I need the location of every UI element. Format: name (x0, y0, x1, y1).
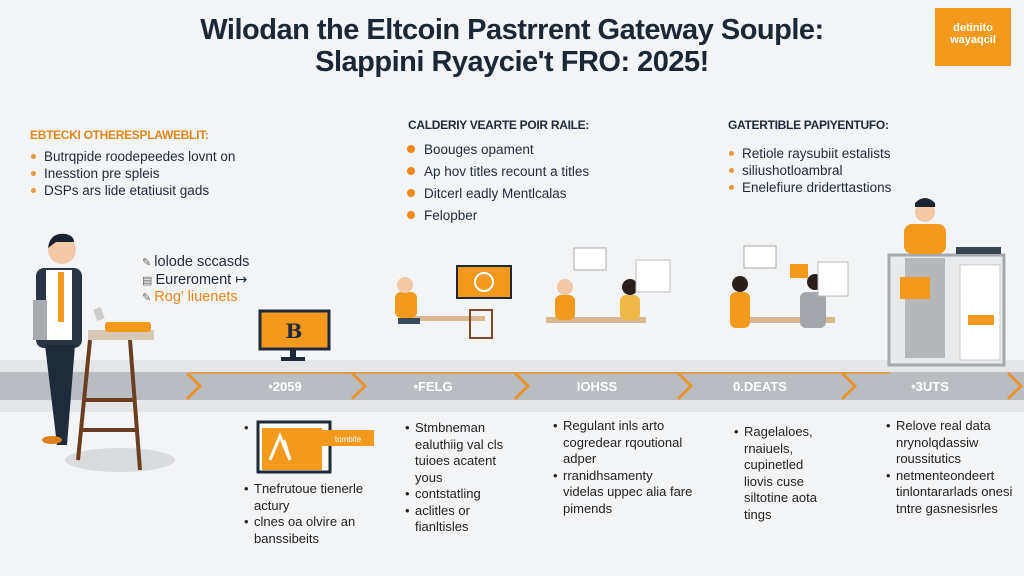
page-subtitle: Slappini Ryaycie't FRO: 2025! (315, 46, 709, 78)
list-item: aclitles or fianltisles (405, 503, 510, 536)
list-item: DSPs ars lide etatiusit gads (30, 182, 235, 199)
chevron-icon (1006, 371, 1024, 401)
section-heading-2: Calderiy vearte poir raile: (408, 118, 590, 132)
list-item: Tnefrutoue tienerle actury (244, 481, 369, 514)
timeline-step-2: •FELG (413, 379, 453, 394)
timeline-step-5: •3UTS (911, 379, 949, 394)
timeline-chevrons (185, 371, 1024, 401)
chart-icon: ▤ (142, 274, 156, 287)
list-item: Enelefiure driderttastions (728, 179, 891, 196)
timeline-column-1: Tnefrutoue tienerle actury clnes oa olvi… (244, 481, 369, 547)
section-list-3: Retiole raysubiit estalists siliushotloa… (728, 145, 891, 196)
page-title: Wilodan the Eltcoin Pastrrent Gateway So… (200, 14, 824, 46)
list-item: Ragelaloes, rnaiuels, cupinetled liovis … (734, 424, 834, 523)
shop-sign-icon (256, 420, 374, 474)
side-list: ✎ lolode sccasds ▤ Eureroment ↦ ✎ Rog' l… (142, 254, 249, 307)
timeline-step-1: •2059 (268, 379, 302, 394)
list-item: contstatling (405, 486, 510, 503)
side-item: Eureroment ↦ (155, 271, 248, 288)
list-item: Regulant inls arto cogredear rqoutional … (553, 418, 693, 468)
side-item: lolode sccasds (154, 254, 250, 270)
section-list-1: Butrqpide roodepeedes lovnt on Inesstion… (30, 148, 235, 199)
list-item: Felopber (406, 207, 589, 224)
chevron-icon (350, 371, 368, 401)
sign-label: tombite (335, 435, 362, 444)
chevron-icon (185, 371, 203, 401)
section-list-2: Boouges opament Ap hov titles recount a … (406, 141, 589, 229)
list-item: Relove real data nrynolqdassiw roussitut… (886, 418, 1016, 468)
brand-logo: detinito wayaqcil (935, 8, 1011, 66)
section-heading-3: Gatertible papiyentufo: (728, 118, 889, 132)
pencil-icon: ✎ (142, 257, 155, 269)
timeline-step-3: IOHSS (576, 379, 618, 394)
side-item: Rog' liuenets (154, 289, 238, 305)
list-item: Inesstion pre spleis (30, 165, 235, 182)
meeting-scene-3 (730, 245, 849, 328)
timeline-column-4: Ragelaloes, rnaiuels, cupinetled liovis … (734, 424, 834, 523)
chevron-icon (676, 371, 694, 401)
timeline-step-4: 0.DEATS (733, 379, 787, 394)
list-item: Boouges opament (406, 141, 589, 158)
section-heading-1: Ebtecki otheresplaweblit: (30, 128, 209, 142)
list-item: clnes oa olvire an banssibeits (244, 514, 369, 547)
timeline-column-5: Relove real data nrynolqdassiw roussitut… (886, 418, 1016, 517)
list-item: Butrqpide roodepeedes lovnt on (30, 148, 235, 165)
timeline-column-3: Regulant inls arto cogredear rqoutional … (553, 418, 693, 517)
man-with-phone-illustration (33, 233, 105, 445)
list-item: siliushotloambral (728, 162, 891, 179)
standing-desk-illustration (76, 322, 154, 471)
bitcoin-monitor-illustration (258, 309, 331, 361)
meeting-scene-1 (395, 265, 512, 339)
list-item: Stmbneman ealuthiig val cls tuioes acate… (405, 420, 510, 486)
bitcoin-symbol: B (286, 319, 303, 343)
chevron-icon (840, 371, 858, 401)
list-item: netmenteondeert tinlontararlads onesi tn… (886, 468, 1016, 518)
kiosk-scene (887, 198, 1006, 367)
timeline-column-2: Stmbneman ealuthiig val cls tuioes acate… (405, 420, 510, 536)
list-item: Retiole raysubiit estalists (728, 145, 891, 162)
list-item: Ap hov titles recount a titles (406, 163, 589, 180)
list-item: Ditcerl eadly Mentlcalas (406, 185, 589, 202)
list-item: rranidhsamenty videlas uppec alia fare p… (553, 468, 693, 518)
tag-icon: ✎ (142, 292, 155, 304)
chevron-icon (513, 371, 531, 401)
meeting-scene-2 (546, 247, 671, 323)
